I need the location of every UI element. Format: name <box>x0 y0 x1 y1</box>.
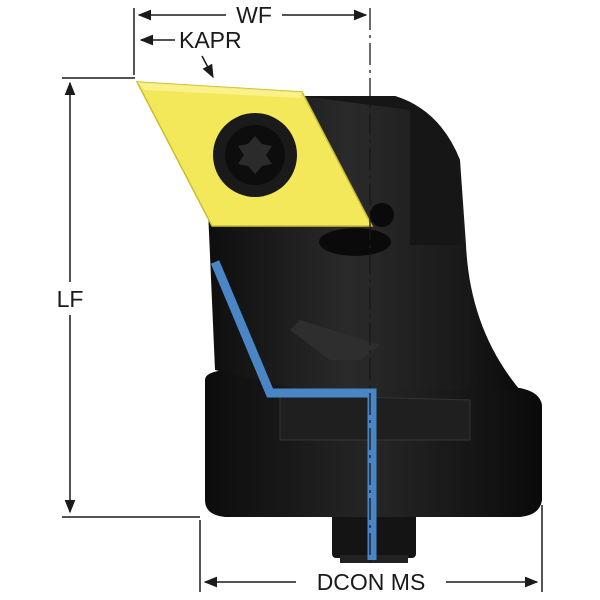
dcon-ms-label: DCON MS <box>317 569 426 595</box>
wf-label: WF <box>236 2 272 28</box>
kapr-label: KAPR <box>179 27 242 53</box>
coolant-channel <box>210 260 377 560</box>
dcon-ms-dimension: DCON MS <box>199 505 543 595</box>
kapr-dimension: KAPR <box>139 27 242 79</box>
wf-dimension: WF <box>133 2 368 75</box>
clamp-screw <box>213 113 394 227</box>
lf-label: LF <box>57 286 84 312</box>
lf-dimension: LF <box>57 77 200 518</box>
